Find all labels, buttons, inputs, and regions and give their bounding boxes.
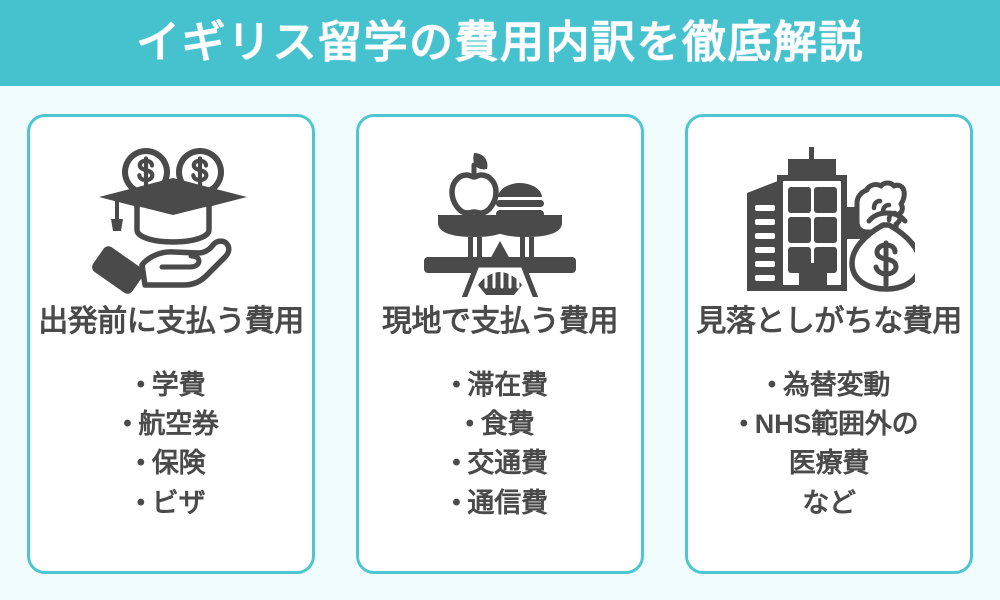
list-item: 医療費 [788,448,870,479]
cards-row: 出発前に支払う費用 学費 航空券 保険 ビザ [27,114,973,574]
list-item: 学費 [38,366,304,405]
header-band: イギリス留学の費用内訳を徹底解説 [0,0,1000,86]
card-title: 現地で支払う費用 [382,305,619,338]
card-title: 出発前に支払う費用 [38,305,304,338]
list-item: 航空券 [38,405,304,444]
page-title: イギリス留学の費用内訳を徹底解説 [136,18,864,67]
list-item: 交通費 [367,444,633,483]
graduation-cap-coins-hand-icon [81,141,261,301]
list-item: など [802,487,856,518]
cost-card-overlooked: 見落としがちな費用 為替変動 NHS範囲外の 医療費 など [685,114,973,574]
list-item: NHS範囲外の [696,405,962,444]
list-item: 滞在費 [367,366,633,405]
balance-scale-apple-burger-icon [410,141,590,301]
cost-item-list: 為替変動 NHS範囲外の 医療費 など [696,366,962,524]
cost-card-pre-departure: 出発前に支払う費用 学費 航空券 保険 ビザ [27,114,315,574]
list-item: ビザ [38,484,304,523]
list-item: 通信費 [367,484,633,523]
cost-item-list: 滞在費 食費 交通費 通信費 [367,366,633,524]
list-item: 為替変動 [696,366,962,405]
list-item: 食費 [367,405,633,444]
building-money-bag-icon [739,141,919,301]
cost-card-local-living: 現地で支払う費用 滞在費 食費 交通費 通信費 [356,114,644,574]
cost-item-list: 学費 航空券 保険 ビザ [38,366,304,524]
card-title: 見落としがちな費用 [696,305,962,338]
list-item: 保険 [38,444,304,483]
